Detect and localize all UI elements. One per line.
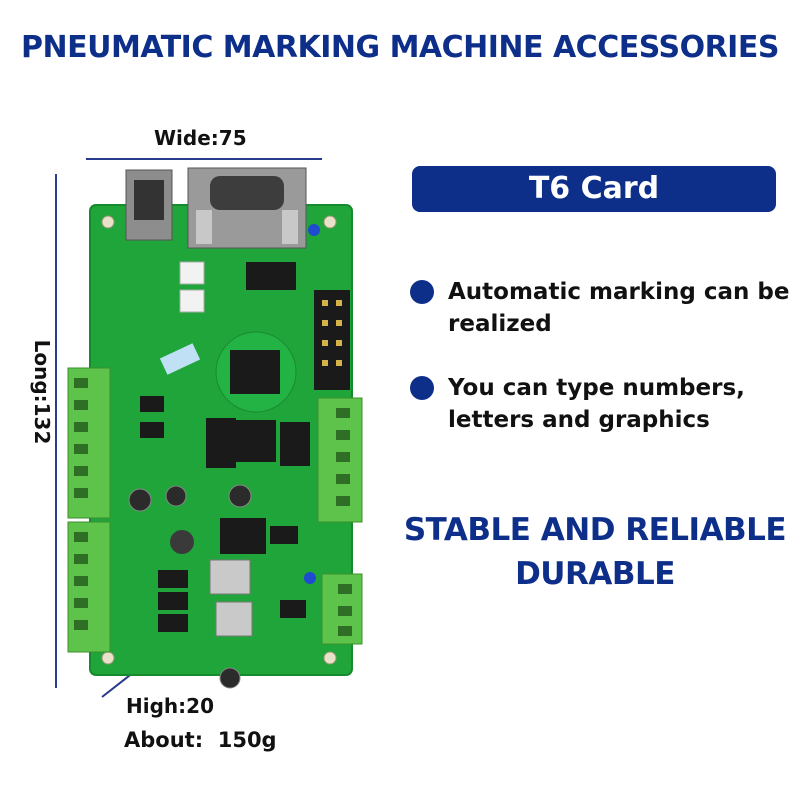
width-dimension-line <box>86 158 322 160</box>
feature-text: You can type numbers, letters and graphi… <box>448 375 745 433</box>
length-label: Long:132 <box>30 339 54 445</box>
card-name-badge: T6 Card <box>412 166 776 212</box>
length-dimension-line <box>55 174 57 688</box>
feature-text: Automatic marking can be realized <box>448 279 790 337</box>
weight-label: About: 150g <box>124 728 277 752</box>
feature-item: You can type numbers, letters and graphi… <box>410 372 790 436</box>
height-label: High:20 <box>126 694 214 718</box>
width-label: Wide:75 <box>154 126 247 150</box>
bullet-icon <box>410 376 434 400</box>
tagline-stable: STABLE AND RELIABLE <box>403 512 787 548</box>
tagline-durable: DURABLE <box>515 556 675 592</box>
feature-item: Automatic marking can be realized <box>410 276 790 340</box>
pcb-board-image <box>67 167 363 689</box>
page-title: PNEUMATIC MARKING MACHINE ACCESSORIES <box>21 30 779 65</box>
bullet-icon <box>410 280 434 304</box>
